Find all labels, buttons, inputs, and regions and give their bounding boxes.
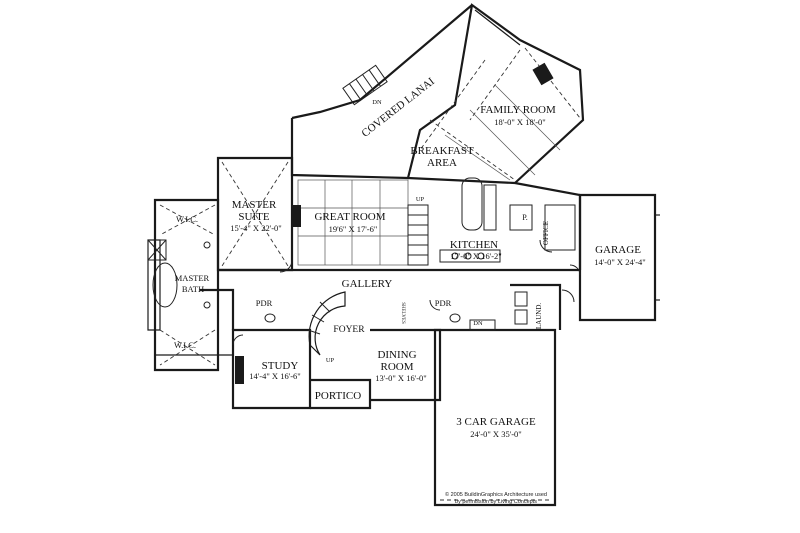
breakfast-label-2: AREA — [427, 157, 457, 169]
master-suite-label-1: MASTER — [232, 199, 277, 211]
pdr-right-label: PDR — [435, 298, 452, 308]
garage-dim: 14'-0" X 24'-4" — [594, 257, 646, 267]
dining-label-1: DINING — [377, 349, 416, 361]
three-car-garage-dim: 24'-0" X 35'-0" — [470, 429, 522, 439]
shelves-label: SHELVES — [400, 302, 405, 324]
family-room-label: FAMILY ROOM — [480, 104, 556, 116]
covered-lanai-label: COVERED LANAI — [359, 75, 437, 139]
master-bath-label-2: BATH — [182, 284, 204, 294]
family-room-dim: 18'-0" X 18'-0" — [494, 117, 546, 127]
ceiling-lines — [159, 47, 581, 366]
credit-line-1: © 2005 BuildinGraphics Architecture used — [445, 491, 547, 498]
master-suite-label-2: SUITE — [238, 211, 269, 223]
dn-lanai-marker: DN — [372, 99, 382, 106]
office-label: OFFICE — [542, 221, 550, 245]
wic-top-label: W.I.C. — [176, 214, 198, 224]
stairs — [307, 64, 429, 356]
garage-label: GARAGE — [595, 244, 641, 256]
portico-label: PORTICO — [315, 390, 361, 402]
doors — [232, 239, 581, 346]
bath-fixtures — [147, 239, 528, 325]
stair-markers: DN UP UP DN — [326, 99, 483, 364]
great-room-dim: 19'6" X 17'-6" — [329, 224, 378, 234]
dining-label-2: ROOM — [380, 361, 413, 373]
wic-bottom-label: W.I.C. — [174, 340, 196, 350]
master-bath-label-1: MASTER — [175, 273, 210, 283]
kitchen-label: KITCHEN — [450, 239, 498, 251]
exterior-walls — [147, 3, 657, 507]
laundry-label: LAUND. — [535, 303, 543, 329]
master-suite-dim: 15'-4" X 22'-0" — [230, 223, 282, 233]
foyer-label: FOYER — [333, 325, 365, 335]
kitchen-dim: 17'-0" X 16'-2" — [450, 251, 502, 261]
up-foyer-marker: UP — [326, 357, 335, 364]
credit-line-2: by permission by Living Concepts — [455, 499, 537, 505]
kitchen-fixtures — [439, 177, 576, 263]
three-car-garage-label: 3 CAR GARAGE — [456, 416, 536, 428]
dn-garage-marker: DN — [473, 320, 483, 327]
study-label: STUDY — [262, 360, 299, 372]
gallery-label: GALLERY — [342, 278, 393, 290]
copyright-credit: © 2005 BuildinGraphics Architecture used… — [445, 491, 547, 505]
family-grid — [444, 84, 561, 181]
pdr-left-label: PDR — [256, 298, 273, 308]
pantry-label: P. — [522, 213, 528, 222]
breakfast-label-1: BREAKFAST — [410, 145, 474, 157]
fireplaces — [235, 62, 554, 384]
dining-dim: 13'-0" X 16'-0" — [375, 373, 427, 383]
garage-detail — [440, 214, 660, 506]
great-room-label: GREAT ROOM — [314, 211, 385, 223]
study-dim: 14'-4" X 16'-6" — [249, 371, 301, 381]
room-labels: COVERED LANAI FAMILY ROOM 18'-0" X 18'-0… — [174, 75, 646, 439]
up-stair-marker: UP — [416, 196, 425, 203]
